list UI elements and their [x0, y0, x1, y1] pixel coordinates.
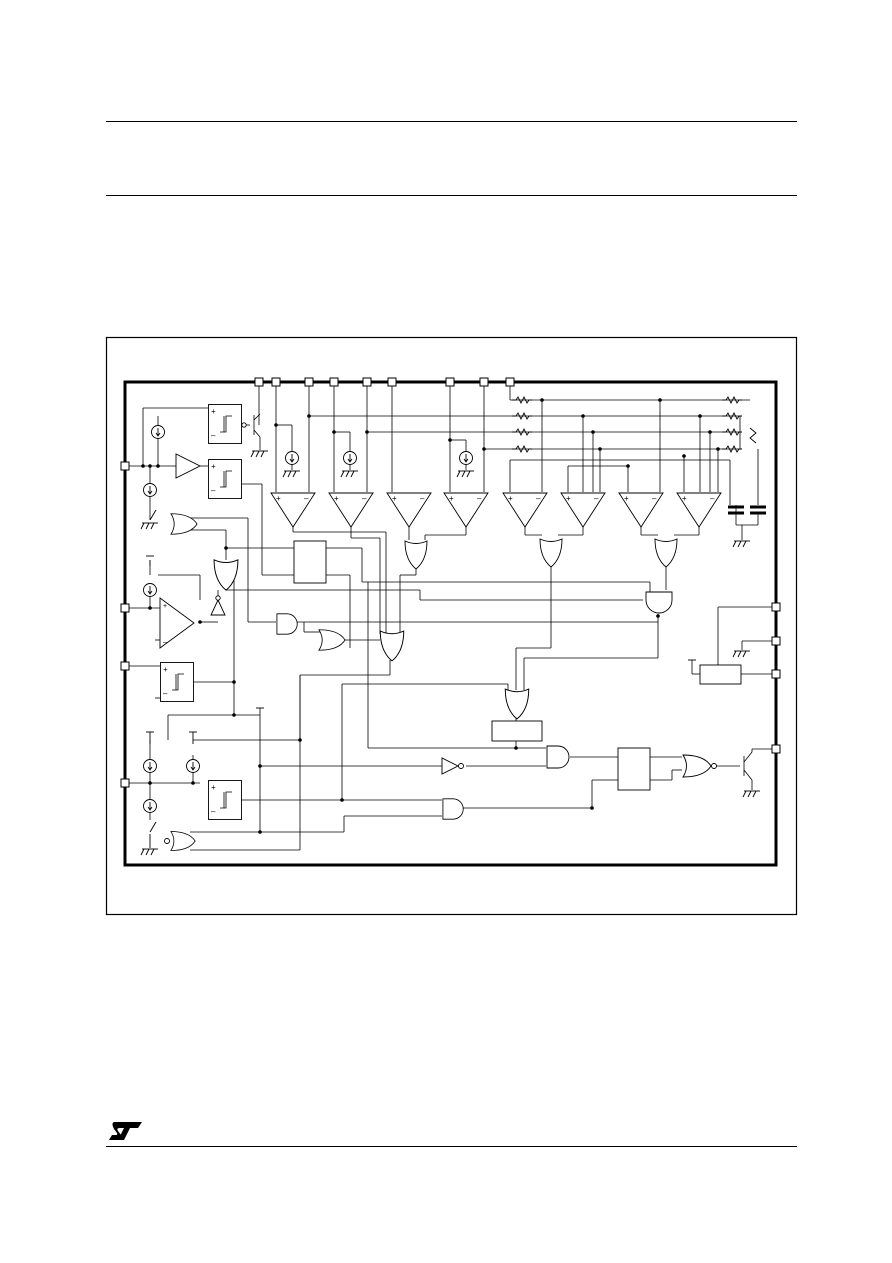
header-bottom-rule [106, 195, 797, 196]
svg-text:+: + [163, 603, 167, 610]
figure-frame [105, 336, 798, 916]
footer-rule [106, 1146, 797, 1147]
header-top-rule [106, 121, 797, 122]
st-logo-icon [109, 1122, 142, 1140]
svg-text:–: – [163, 639, 167, 646]
